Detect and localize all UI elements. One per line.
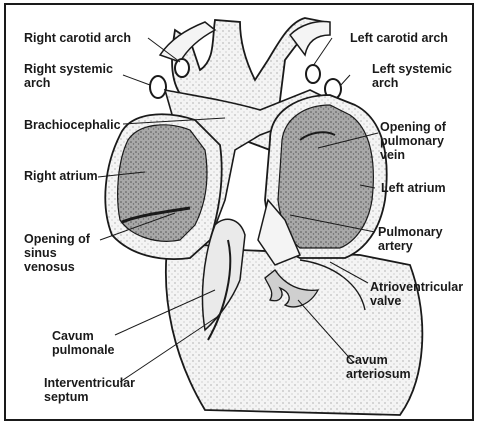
label-left-carotid-arch: Left carotid arch bbox=[350, 31, 448, 45]
label-opening-sinus-venosus: Opening of sinus venosus bbox=[24, 232, 90, 274]
label-interventricular-septum: Interventricular septum bbox=[44, 376, 135, 404]
label-right-carotid-arch: Right carotid arch bbox=[24, 31, 131, 45]
right-systemic-opening bbox=[150, 76, 166, 98]
label-right-systemic-arch: Right systemic arch bbox=[24, 62, 113, 90]
label-atrioventricular-valve: Atrioventricular valve bbox=[370, 280, 463, 308]
label-brachiocephalic: Brachiocephalic bbox=[24, 118, 121, 132]
left-atrium-cavity bbox=[278, 105, 373, 248]
label-left-systemic-arch: Left systemic arch bbox=[372, 62, 452, 90]
label-cavum-arteriosum: Cavum arteriosum bbox=[346, 353, 411, 381]
label-right-atrium: Right atrium bbox=[24, 169, 98, 183]
right-carotid-opening bbox=[175, 59, 189, 77]
left-carotid-opening bbox=[306, 65, 320, 83]
label-left-atrium: Left atrium bbox=[381, 181, 446, 195]
label-pulmonary-artery: Pulmonary artery bbox=[378, 225, 443, 253]
right-atrium-cavity bbox=[118, 125, 207, 241]
label-cavum-pulmonale: Cavum pulmonale bbox=[52, 329, 115, 357]
label-opening-pulmonary-vein: Opening of pulmonary vein bbox=[380, 120, 446, 162]
